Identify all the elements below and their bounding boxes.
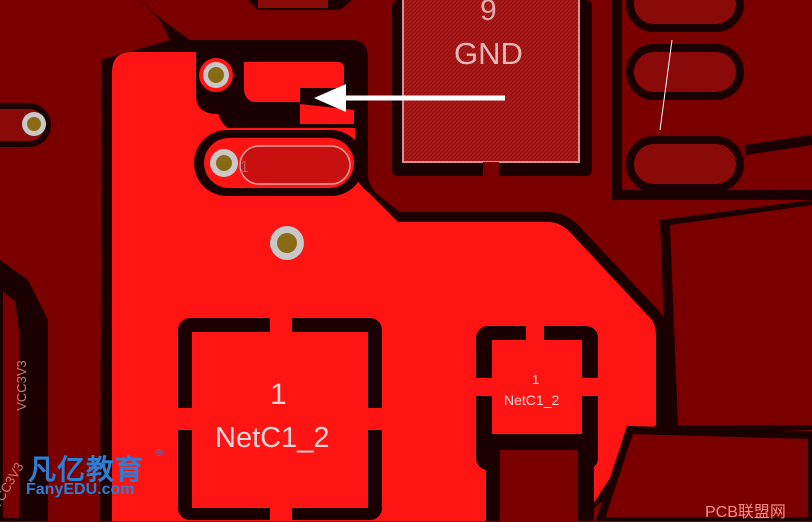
right-plane [670,205,812,425]
oval-pad-glyph: 1 [240,159,249,176]
via-top-hole [208,67,224,83]
pad-right-1[interactable] [626,0,744,32]
small-pad-net: NetC1_2 [504,392,560,408]
gnd-pad-number: 9 [480,0,497,27]
large-pad-net: NetC1_2 [215,422,330,454]
small-pad-number: 1 [532,372,540,387]
watermark: PCB联盟网 [705,504,786,521]
logo-name-en: FanyEDU.com [26,481,135,498]
logo-registered-mark: ® [156,448,164,459]
logo-name-cn: 凡亿教育 [28,454,145,485]
gnd-pad-net: GND [454,36,523,71]
large-pad[interactable] [192,332,368,508]
trace-right [744,135,812,155]
small-pad-group [476,326,598,521]
pad-top[interactable] [258,0,328,8]
left-lower-plane [0,281,25,521]
silk-label-vertical: VCC3V3 [13,360,29,411]
via-left-hole [27,117,41,131]
annotation-arrow [314,84,505,112]
gnd-pad-stub [483,162,499,176]
ratsnest-line [659,39,673,131]
large-pad-group [178,318,382,521]
via-oval-hole [216,155,232,171]
top-mid-plane [232,0,372,40]
pad-right-2[interactable] [626,44,744,100]
large-pad-number: 1 [270,378,287,411]
via-center-hole [277,233,297,253]
pad-upper-connector[interactable] [244,62,344,102]
lower-small-pad[interactable] [500,450,578,521]
lower-right-plane [595,425,812,521]
small-pad[interactable] [492,340,582,434]
pad-right-3[interactable] [626,136,744,192]
oval-pad-inner [239,145,351,185]
